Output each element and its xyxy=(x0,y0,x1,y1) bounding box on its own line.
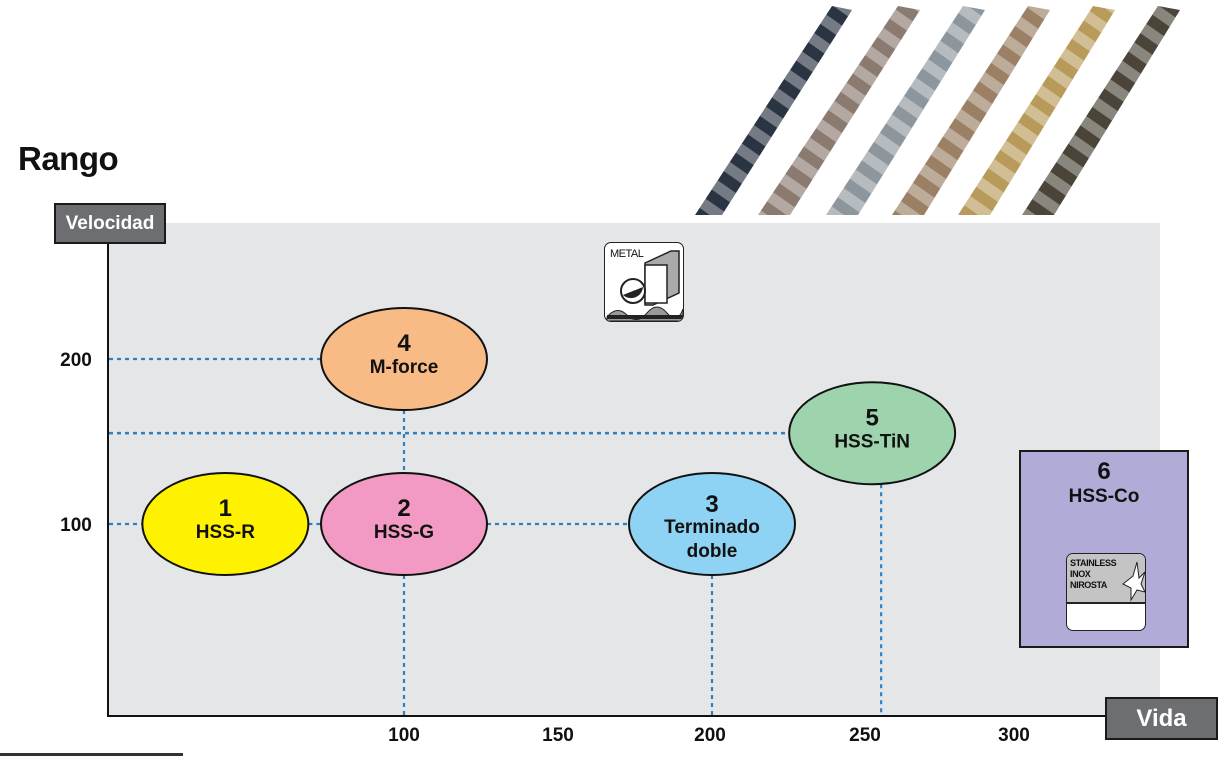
x-tick-label: 300 xyxy=(998,725,1030,746)
stainless-line: INOX xyxy=(1070,569,1091,579)
point-ellipse xyxy=(320,307,488,411)
drill-bit xyxy=(892,6,1050,215)
drill-bit xyxy=(958,6,1115,215)
drill-bit xyxy=(695,6,852,215)
point-label: 3 xyxy=(705,491,718,518)
point-ellipse xyxy=(141,472,310,576)
x-tick-label: 200 xyxy=(694,725,726,746)
data-point-m-force: 4M-force xyxy=(320,307,488,411)
x-tick-label: 100 xyxy=(388,725,420,746)
x-tick-label: 250 xyxy=(849,725,881,746)
point-label: 5 xyxy=(865,404,878,431)
x-tick-label: 150 xyxy=(542,725,574,746)
drill-bit xyxy=(1022,6,1180,215)
point-label: M-force xyxy=(370,357,439,378)
point-label: 2 xyxy=(397,495,410,522)
box-label: HSS-Co xyxy=(1068,486,1140,507)
point-label: Terminado xyxy=(664,517,760,538)
point-label: doble xyxy=(687,541,738,562)
drill-bit xyxy=(826,6,985,215)
point-label: HSS-G xyxy=(374,522,434,543)
hss-co-box: 6 HSS-Co STAINLESS INOX NIROSTA xyxy=(1019,450,1189,648)
stainless-line: NIROSTA xyxy=(1070,580,1108,590)
drill-bit xyxy=(758,6,920,215)
box-number: 6 xyxy=(1097,458,1111,485)
point-ellipse xyxy=(320,472,488,576)
point-label: HSS-TiN xyxy=(834,431,910,452)
point-label: 4 xyxy=(397,330,411,357)
metal-icon-label: METAL xyxy=(610,248,644,260)
point-label: 1 xyxy=(219,495,232,522)
y-tick-label: 200 xyxy=(60,350,92,371)
point-label: HSS-R xyxy=(196,522,255,543)
y-tick-label: 100 xyxy=(60,515,92,536)
stainless-icon: STAINLESS INOX NIROSTA xyxy=(1066,553,1146,631)
point-ellipse xyxy=(788,381,957,486)
y-axis-title: Velocidad xyxy=(54,203,166,244)
metal-icon: METAL xyxy=(604,242,684,322)
stainless-line: STAINLESS xyxy=(1070,558,1117,568)
drill-bits-image xyxy=(695,6,1180,215)
page-title: Rango xyxy=(18,140,119,177)
divider xyxy=(0,753,183,756)
point-ellipse xyxy=(628,472,796,576)
x-axis-title: Vida xyxy=(1105,697,1218,740)
